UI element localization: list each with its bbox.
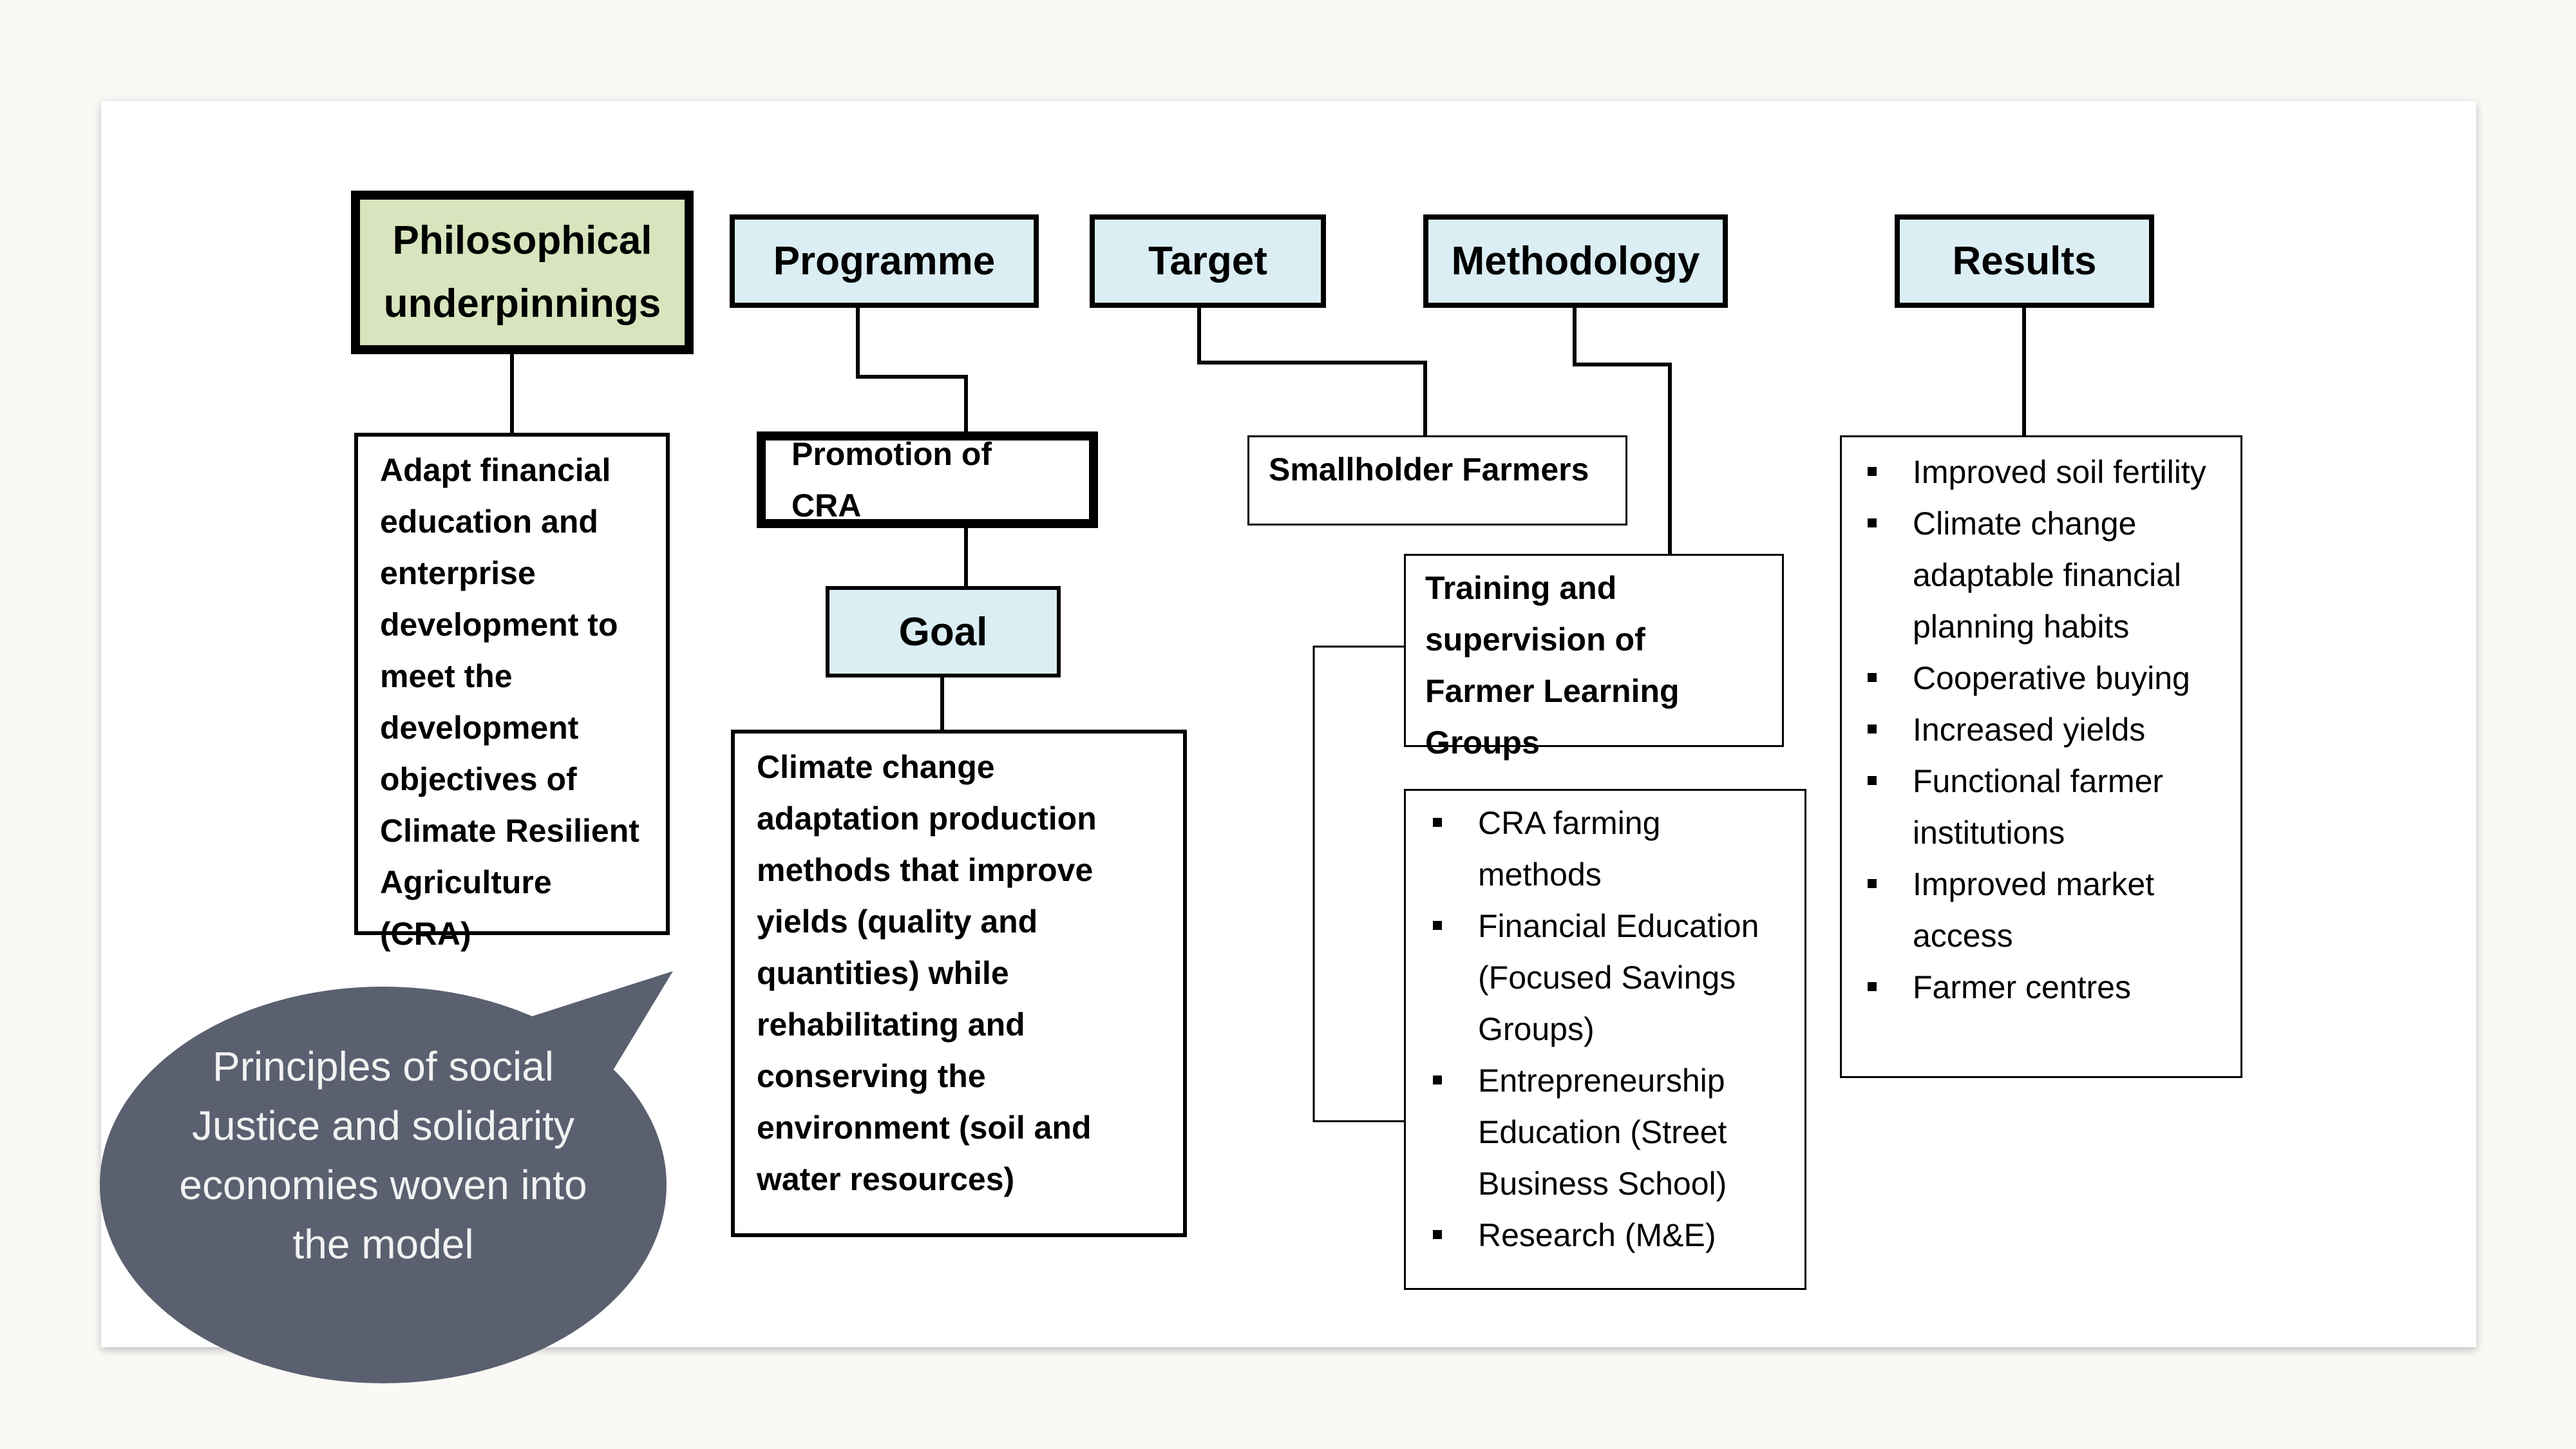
philosophical-header: Philosophical underpinnings — [351, 191, 694, 354]
methods-item: Entrepreneurship Education (Street Busin… — [1433, 1055, 1792, 1209]
results-item: Cooperative buying — [1868, 652, 2228, 704]
speech-bubble — [100, 971, 673, 1383]
results-list: Improved soil fertility Climate change a… — [1842, 437, 2240, 1013]
methods-item: Research (M&E) — [1433, 1209, 1792, 1261]
methods-list-box: CRA farming methods Financial Education … — [1404, 789, 1806, 1290]
methods-item: CRA farming methods — [1433, 797, 1792, 900]
results-list-box: Improved soil fertility Climate change a… — [1840, 435, 2242, 1078]
results-header-label: Results — [1952, 239, 2097, 283]
results-header: Results — [1895, 214, 2154, 308]
connector-programme — [856, 308, 968, 431]
connector-methodology — [1573, 308, 1672, 554]
training-text: Training and supervision of Farmer Learn… — [1425, 570, 1680, 761]
methodology-header: Methodology — [1423, 214, 1728, 308]
methodology-header-label: Methodology — [1451, 239, 1700, 283]
goal-text: Climate change adaptation production met… — [757, 749, 1097, 1197]
target-header-label: Target — [1148, 239, 1267, 283]
methods-list: CRA farming methods Financial Education … — [1406, 791, 1804, 1261]
connector-target — [1197, 308, 1427, 435]
target-header: Target — [1090, 214, 1326, 308]
promotion-box: Promotion of CRA — [757, 431, 1098, 528]
philosophical-header-label: Philosophical underpinnings — [383, 218, 661, 326]
training-box: Training and supervision of Farmer Learn… — [1404, 554, 1784, 761]
goal-header-label: Goal — [898, 609, 988, 654]
connector-training-methods — [1312, 645, 1404, 1122]
results-item: Increased yields — [1868, 704, 2228, 755]
programme-header-label: Programme — [773, 239, 996, 283]
callout-text: Principles of social Justice and solidar… — [179, 1043, 587, 1267]
methods-item: Financial Education (Focused Savings Gro… — [1433, 900, 1792, 1055]
results-item: Improved soil fertility — [1868, 446, 2228, 498]
results-item: Improved market access — [1868, 858, 2228, 961]
smallholder-box: Smallholder Farmers — [1247, 435, 1627, 526]
goal-header: Goal — [826, 586, 1061, 677]
results-item: Functional farmer institutions — [1868, 755, 2228, 858]
goal-text-box: Climate change adaptation production met… — [731, 730, 1187, 1237]
promotion-text: Promotion of CRA — [791, 436, 992, 524]
philosophical-text: Adapt financial education and enterprise… — [380, 452, 639, 952]
smallholder-text: Smallholder Farmers — [1269, 451, 1589, 488]
results-item: Climate change adaptable financial plann… — [1868, 498, 2228, 652]
philosophical-text-box: Adapt financial education and enterprise… — [354, 433, 670, 952]
results-item: Farmer centres — [1868, 961, 2228, 1013]
programme-header: Programme — [730, 214, 1039, 308]
